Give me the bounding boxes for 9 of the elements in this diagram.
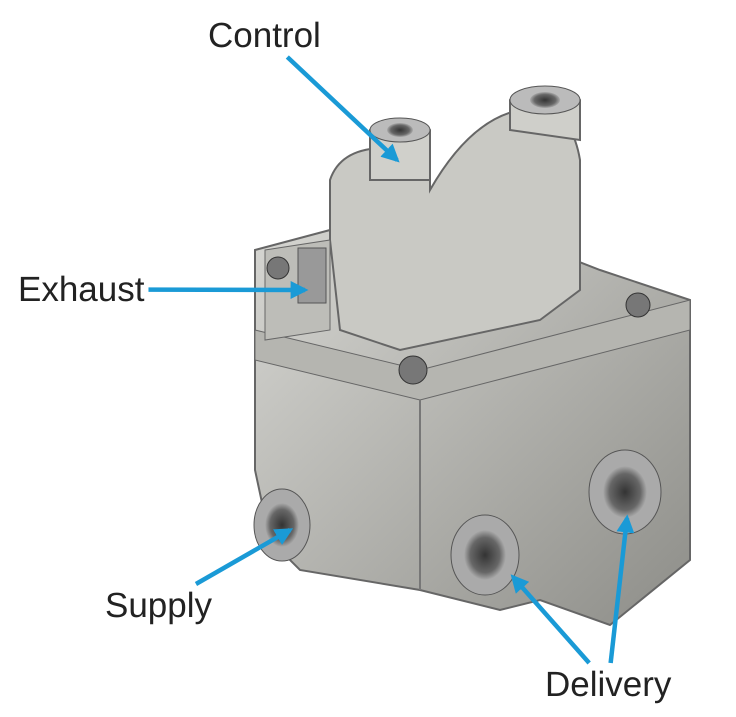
callout-label: Exhaust [18,272,144,307]
leader-arrow [286,55,400,162]
leader-arrow [194,528,294,586]
callout-label: Supply [105,588,212,623]
callout-label: Delivery [545,667,672,702]
callout-label: Control [208,18,321,53]
leader-arrow [148,280,309,299]
leader-arrow [608,514,634,664]
leader-arrow [510,574,591,664]
